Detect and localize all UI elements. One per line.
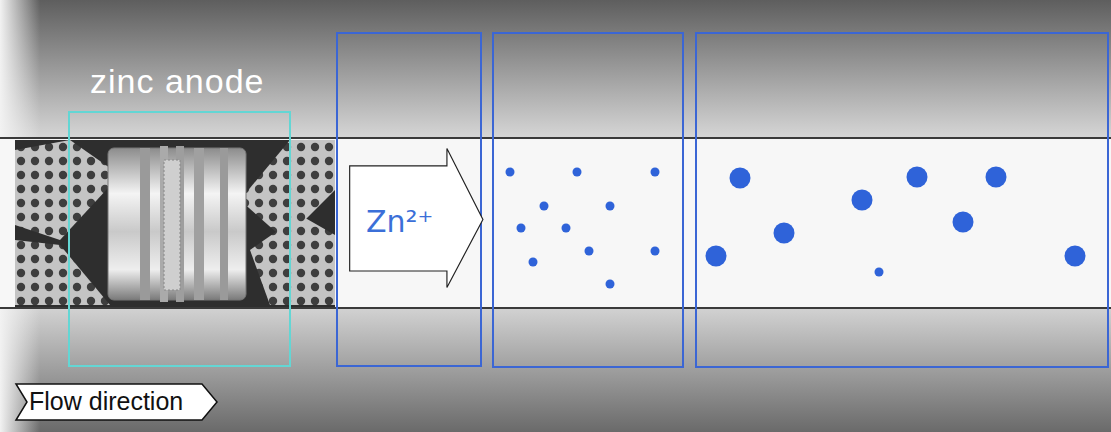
flow-tag: Flow direction xyxy=(15,383,218,421)
ion-release-box: Zn²⁺ xyxy=(336,32,482,367)
anode-box: zinc anode xyxy=(68,111,291,367)
label-text: Zn²⁺ xyxy=(366,205,433,238)
label-text: zinc anode xyxy=(90,63,264,100)
arrow-shape xyxy=(350,148,483,287)
tag-shape xyxy=(16,384,217,420)
flow-arrow xyxy=(338,34,480,365)
label-text: Flow direction xyxy=(29,388,183,416)
